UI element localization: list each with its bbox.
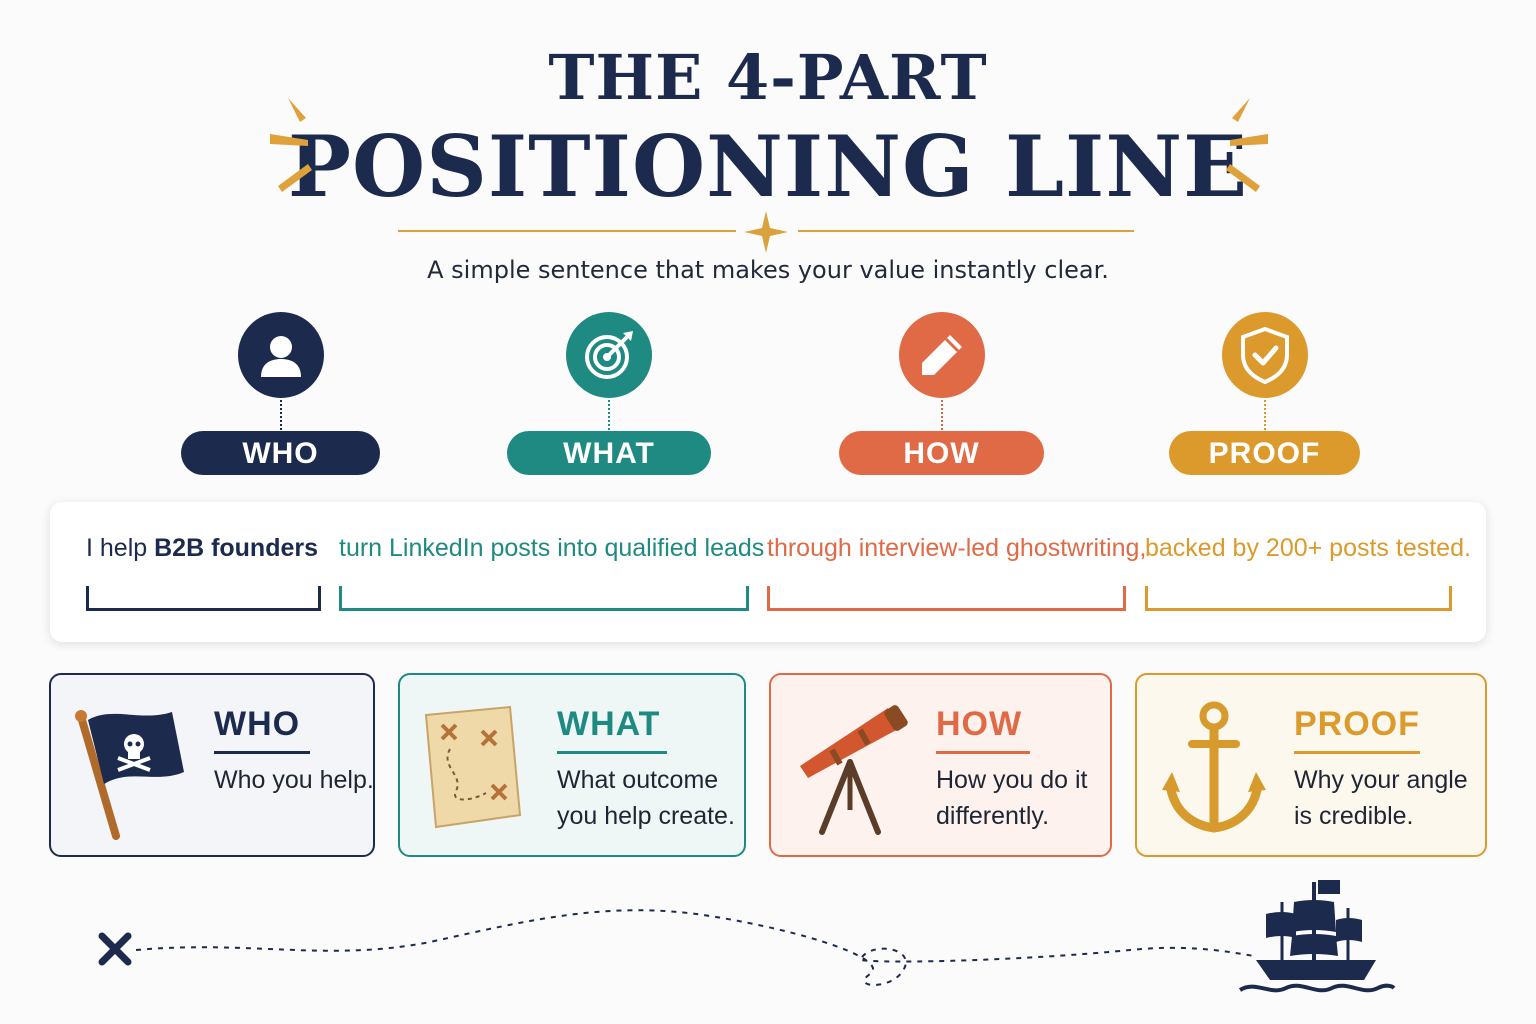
sentence-who-prefix: I help [86,534,155,562]
user-icon [238,312,324,398]
divider-right [798,230,1134,232]
card-proof-underline [1294,751,1420,754]
card-how-title: HOW [936,705,1023,743]
card-what-underline [557,751,667,754]
connector-how [941,400,943,430]
card-who-desc: Who you help. [214,766,374,794]
bracket-how [767,586,1126,611]
pill-proof: PROOF [1169,431,1360,475]
title-line-1: THE 4-PART [548,41,988,114]
sentence-how: through interview-led ghostwriting, [767,534,1147,562]
card-how-desc: How you do it differently. [936,766,1088,830]
pirate-flag-icon [75,710,184,840]
card-who [49,673,375,857]
pill-who: WHO [181,431,380,475]
connector-what [608,400,610,430]
sentence-proof: backed by 200+ posts tested. [1145,534,1471,562]
card-who-underline [214,751,310,754]
treasure-map-icon [424,705,522,829]
dotted-path [135,909,1255,986]
title-line-2: POSITIONING LINE [287,117,1249,216]
bracket-who [86,586,321,611]
subtitle: A simple sentence that makes your value … [427,256,1109,284]
example-sentence-card [50,502,1486,642]
pirate-ship-icon [1238,880,1396,993]
card-who-title: WHO [214,705,301,743]
right-sparkle-icon [1226,98,1268,192]
divider-left [398,230,736,232]
sentence-who-bold: B2B founders [154,534,319,562]
bracket-proof [1145,586,1452,611]
anchor-icon [1162,701,1266,833]
pill-what: WHAT [507,431,711,475]
card-what-desc: What outcome you help create. [557,766,735,830]
sentence-who: I help B2B founders [86,534,318,563]
connector-proof [1264,400,1266,430]
pill-how: HOW [839,431,1044,475]
target-icon [566,312,652,398]
sentence-what: turn LinkedIn posts into qualified leads [339,534,765,562]
card-proof-title: PROOF [1294,705,1420,743]
telescope-icon [800,705,908,835]
card-proof-desc: Why your angle is credible. [1294,766,1468,830]
compass-star-icon [744,211,788,253]
left-sparkle-icon [270,98,312,192]
card-what-title: WHAT [557,705,661,743]
pencil-icon [899,312,985,398]
bracket-what [339,586,749,611]
card-how-underline [936,751,1030,754]
connector-who [280,400,282,430]
x-mark-icon [98,932,132,966]
shield-check-icon [1222,312,1308,398]
